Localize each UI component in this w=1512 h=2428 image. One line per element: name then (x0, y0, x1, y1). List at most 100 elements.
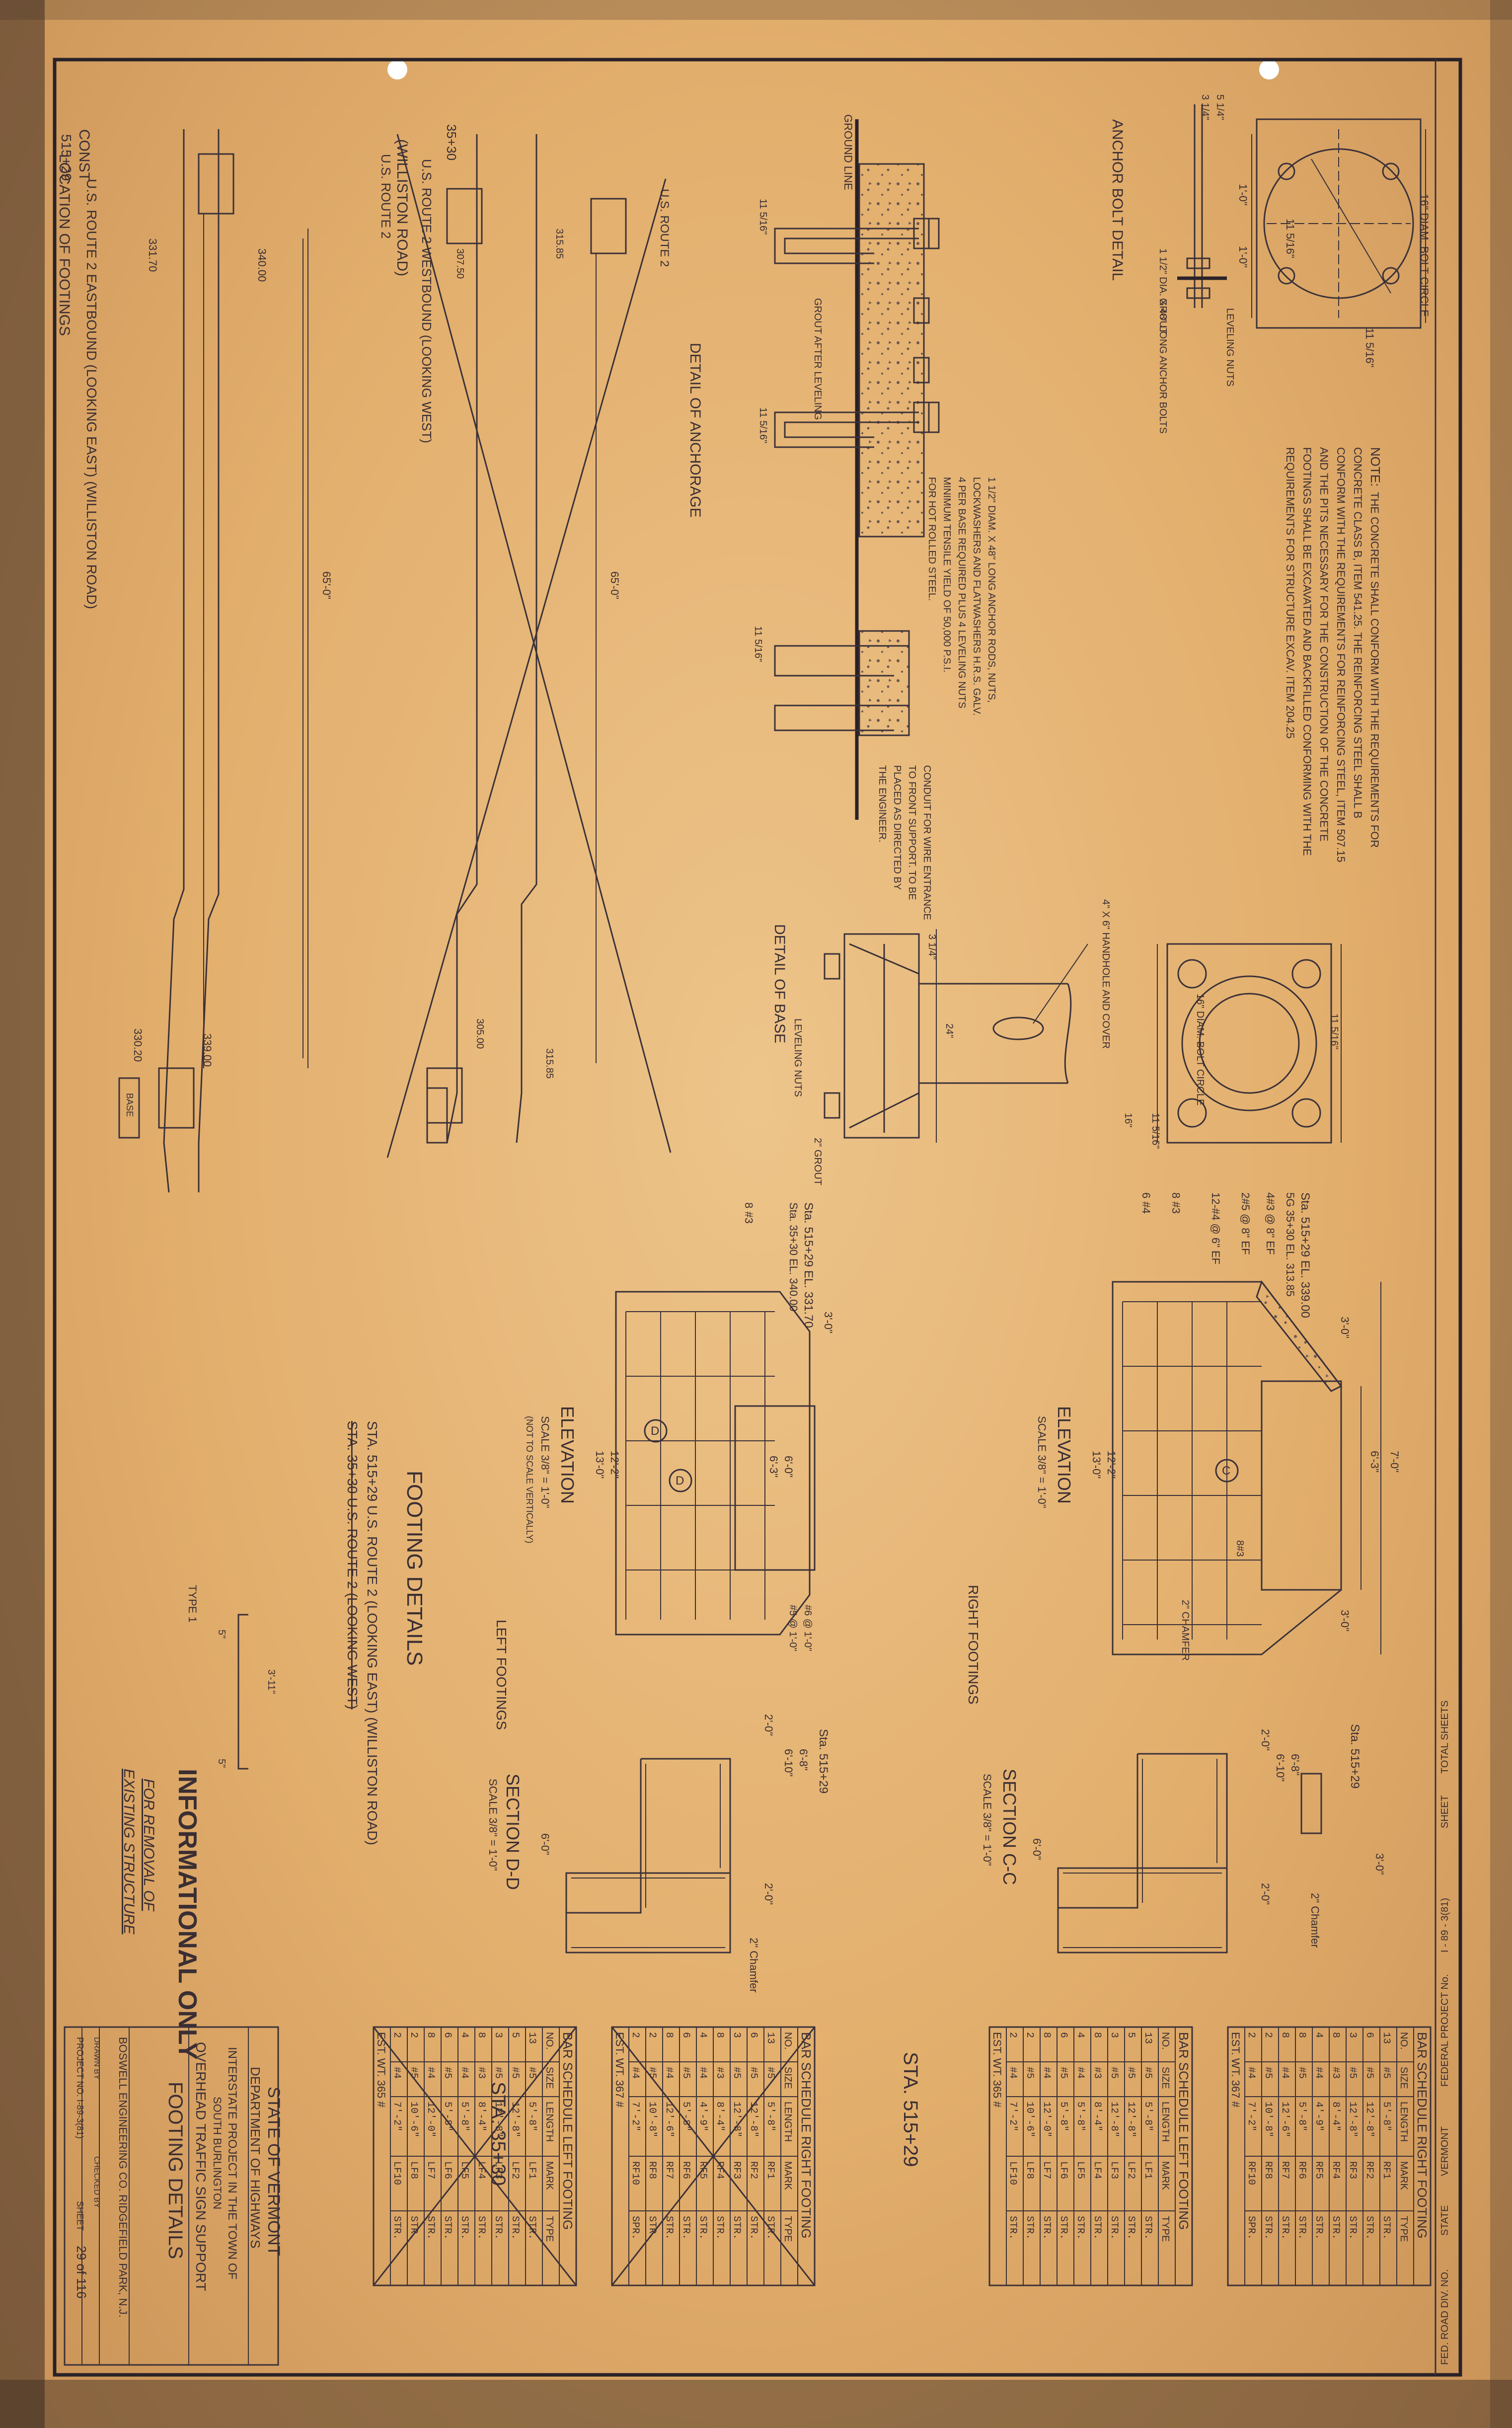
schedule-cell: 8 (663, 2032, 675, 2038)
schedule-cell: RF4 (1330, 2161, 1341, 2179)
chamfer-label: 2" Chamfer (1309, 1893, 1321, 1948)
gusset (849, 943, 919, 1133)
callout-line: 4 PER BASE REQUIRED PLUS 4 LEVELING NUTS (956, 477, 967, 708)
schedule-cell: #5 (1058, 2067, 1069, 2079)
schedule-cell: 12'-8" (731, 2102, 742, 2137)
elevation-label: 315.85 (544, 1048, 555, 1079)
dimension-label: 12'-2" (608, 1451, 621, 1479)
dimension-label: 1'-0" (1237, 184, 1249, 206)
schedule-cell: STR. (1296, 2216, 1307, 2240)
schedule-cell: 8 (714, 2032, 725, 2038)
rebar-grid (625, 1311, 775, 1620)
elevation-title: ELEVATION (1054, 1406, 1074, 1504)
schedule-cell: #5 (646, 2067, 658, 2079)
schedule-cell: 10'-8" (646, 2102, 658, 2137)
schedule-cell: STR. (509, 2216, 521, 2240)
bar-schedule-table: BAR SCHEDULE RIGHT FOOTINGNO.SIZELENGTHM… (611, 2026, 816, 2286)
schedule-cell: 13 (1380, 2032, 1392, 2044)
base-marker (426, 1087, 448, 1144)
schedule-header-cell: SIZE (1398, 2067, 1409, 2089)
schedule-cell: 8'-4" (1091, 2102, 1103, 2131)
station-label: 35+30 (444, 124, 459, 160)
schedule-header-cell: TYPE (544, 2216, 555, 2242)
schedule-cell: STR. (680, 2216, 691, 2240)
section-title: SECTION C-C (999, 1769, 1020, 1885)
schedule-cell: RF5 (1313, 2161, 1324, 2179)
schedule-cell: #3 (1091, 2067, 1103, 2079)
base-detail-title: DETAIL OF BASE (771, 924, 788, 1043)
section-scale: SCALE 3/8" = 1'-0" (487, 1779, 499, 1871)
schedule-station: STA. 35+30 (487, 2082, 509, 2186)
title-dept: DEPARTMENT OF HIGHWAYS (248, 2067, 263, 2248)
grime-bottom (0, 2380, 1512, 2428)
schedule-cell: 12'-8" (509, 2102, 521, 2137)
schedule-cell: #5 (1380, 2067, 1392, 2079)
callout-label: LEVELING NUTS (792, 1018, 803, 1097)
rebar-outline (571, 1764, 725, 1948)
schedule-cell: LF10 (391, 2161, 402, 2185)
schedule-cell: #5 (1125, 2067, 1136, 2079)
dimension-label: 3'-0" (822, 1312, 834, 1333)
schedule-cell: LF8 (1024, 2161, 1035, 2179)
rebar-label: #6 @ 1'-0" (802, 1605, 813, 1651)
conduit (774, 705, 909, 731)
note-line: THE CONCRETE SHALL CONFORM WITH THE REQU… (1368, 492, 1381, 848)
rebar-grid (1122, 1301, 1262, 1640)
conduit-note: THE ENGINEER. (877, 765, 888, 843)
section-marker (1215, 1459, 1239, 1483)
schedule-cell: 3 (1108, 2032, 1120, 2038)
schedule-cell: #4 (458, 2067, 470, 2079)
schedule-header-cell: LENGTH (544, 2102, 555, 2142)
dimension-label: 5 1/4" (1214, 94, 1225, 120)
base-casting (843, 933, 920, 1139)
schedule-cell: STR. (442, 2216, 453, 2240)
bar-schedule-table: BAR SCHEDULE LEFT FOOTINGNO.SIZELENGTHMA… (988, 2026, 1193, 2286)
schedule-cell: STR. (1330, 2216, 1341, 2240)
base-plate-plan (1166, 943, 1332, 1144)
footing-block (446, 188, 483, 244)
rebar-label: 8#3 (1234, 1540, 1245, 1557)
schedule-cell: 4 (1074, 2032, 1086, 2038)
schedule-cell: STR. (663, 2216, 675, 2240)
footing-block (198, 153, 234, 215)
schedule-cell: LF4 (1091, 2161, 1103, 2179)
elevation-label: 339.00 (201, 1033, 214, 1067)
grime-right (1490, 0, 1512, 2428)
border-label: FEDERAL PROJECT No. (1439, 1974, 1450, 2087)
dimension-label: 12'-2" (1105, 1451, 1118, 1479)
base-marker (118, 1077, 140, 1139)
bolt-hole (1291, 959, 1321, 989)
schedule-cell: #3 (475, 2067, 487, 2079)
schedule-cell: LF4 (475, 2161, 487, 2179)
callout-line: FOR HOT ROLLED STEEL. (926, 477, 937, 601)
leveling-nut (1186, 257, 1210, 269)
schedule-cell: STR. (697, 2216, 708, 2240)
station-label: 515+29 (59, 134, 74, 181)
footing-outline (615, 1291, 811, 1636)
cross-line (386, 178, 667, 1158)
callout-label: LEVELING NUTS (1224, 308, 1235, 387)
schedule-est-weight: EST. WT. 367 # (1229, 2032, 1242, 2108)
schedule-cell: 12'-6" (663, 2102, 675, 2137)
dimension-label: 3'-0" (1339, 1317, 1351, 1338)
schedule-cell: 3 (492, 2032, 504, 2038)
rebar-label: 2#5 @ 8" EF (1239, 1192, 1252, 1255)
dimension-label: 3'-0" (1373, 1853, 1386, 1875)
border-label: TOTAL SHEETS (1439, 1701, 1450, 1774)
dimension-label: 1'-0" (1237, 246, 1249, 268)
rebar-label: 2" CHAMFER (1180, 1600, 1191, 1661)
dimension-label: 13'-0" (1090, 1451, 1103, 1479)
schedule-cell: STR. (1125, 2216, 1136, 2240)
callout-label: 4" X 6" HANDHOLE AND COVER (1100, 899, 1111, 1049)
schedule-cell: #4 (1245, 2067, 1257, 2079)
schedule-cell: RF6 (680, 2161, 691, 2179)
rebar-label: 8 #3 (1170, 1192, 1182, 1214)
dimension-label: 6'-10" (1274, 1754, 1286, 1782)
schedule-title: BAR SCHEDULE LEFT FOOTING (560, 2032, 575, 2230)
type-dimension: 3'-11" (266, 1669, 277, 1694)
station-label: Sta. 515+29 (817, 1729, 830, 1794)
schedule-cell: STR. (425, 2216, 436, 2240)
schedule-cell: STR. (1024, 2216, 1035, 2240)
border-label: FED. ROAD DIV. NO. (1439, 2269, 1450, 2365)
schedule-cell: LF5 (1074, 2161, 1086, 2179)
